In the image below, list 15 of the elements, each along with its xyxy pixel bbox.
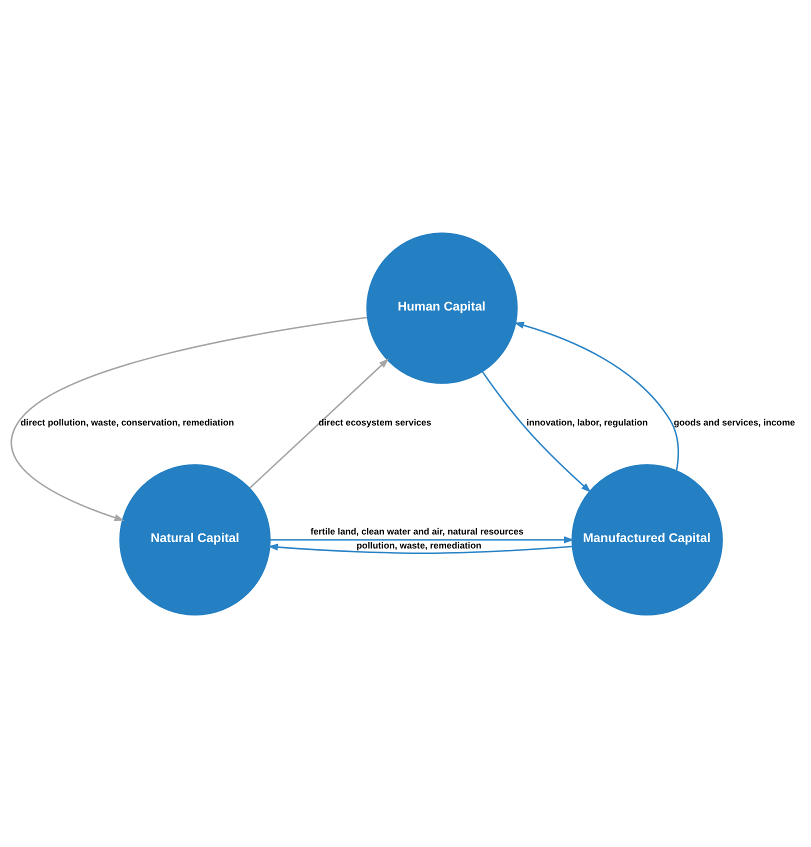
edge-label: pollution, waste, remediation <box>356 540 482 550</box>
arrow <box>482 370 592 492</box>
arrow <box>249 358 389 488</box>
edge-label: direct pollution, waste, conservation, remediation <box>20 417 234 428</box>
node-circle: Human Capital <box>366 232 518 384</box>
node-circle: Manufactured Capital <box>571 464 723 616</box>
edge-label: goods and services, income <box>674 417 796 428</box>
edge-label: innovation, labor, regulation <box>526 417 648 428</box>
arrow <box>270 536 574 543</box>
arrow <box>11 316 368 520</box>
arrow <box>514 321 680 470</box>
edge-label: direct ecosystem services <box>318 417 432 428</box>
arrow <box>268 543 572 554</box>
node-circle: Natural Capital <box>119 464 271 616</box>
edge-label: fertile land, clean water and air, natural resources <box>310 526 524 536</box>
